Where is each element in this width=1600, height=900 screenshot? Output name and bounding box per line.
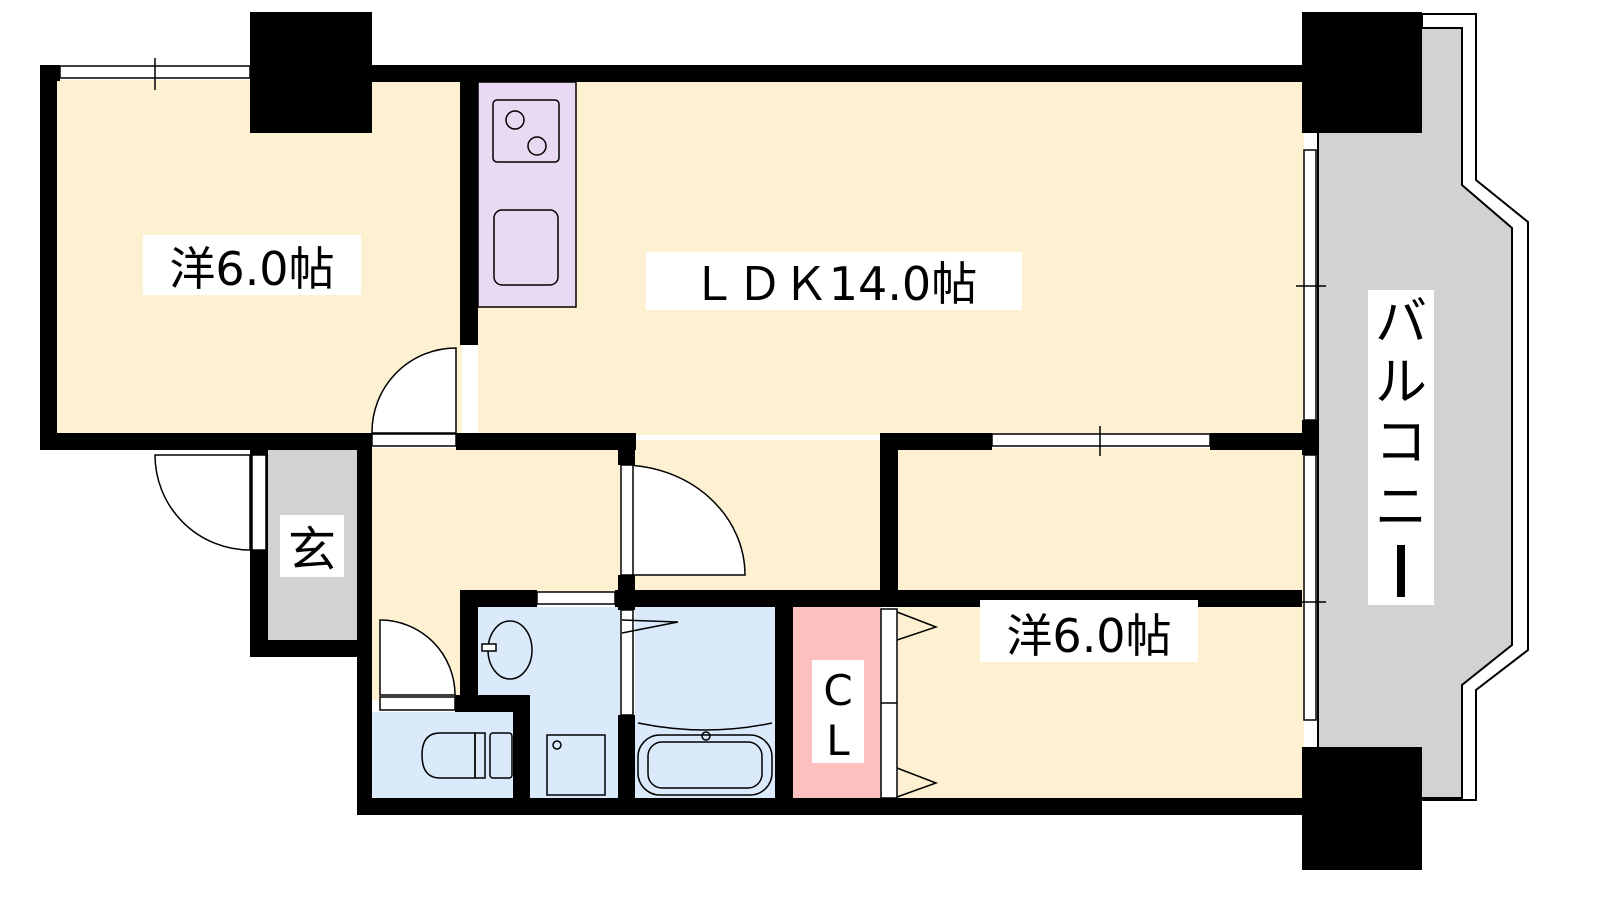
toilet-floor (372, 712, 515, 800)
western-room-1-label: 洋6.0帖 (169, 242, 334, 296)
doors (154, 347, 939, 799)
balcony-label-4: ニ (1375, 478, 1427, 538)
washing-machine-icon (546, 734, 606, 796)
burner-icon (505, 110, 525, 130)
entrance-label: 玄 (288, 522, 336, 578)
stove (492, 99, 560, 163)
balcony-label-1: バ (1375, 293, 1427, 353)
ldk-label: ＬＤＫ14.0帖 (691, 257, 977, 311)
closet-label-c: C (823, 666, 852, 715)
fixtures (421, 620, 773, 796)
bathtub-icon (637, 734, 773, 796)
balcony-label-5 (1397, 545, 1405, 597)
closet-label-l: L (826, 716, 850, 765)
hallway-floor (372, 448, 620, 598)
toilet-icon (421, 732, 476, 779)
windows (59, 58, 1326, 721)
burner-icon (527, 136, 547, 156)
bathroom-floor (635, 607, 777, 800)
sink (493, 209, 559, 286)
balcony-label-2: ル (1375, 353, 1427, 413)
balcony-label-3: コ (1375, 413, 1427, 473)
western-room-2-label: 洋6.0帖 (1006, 609, 1171, 663)
